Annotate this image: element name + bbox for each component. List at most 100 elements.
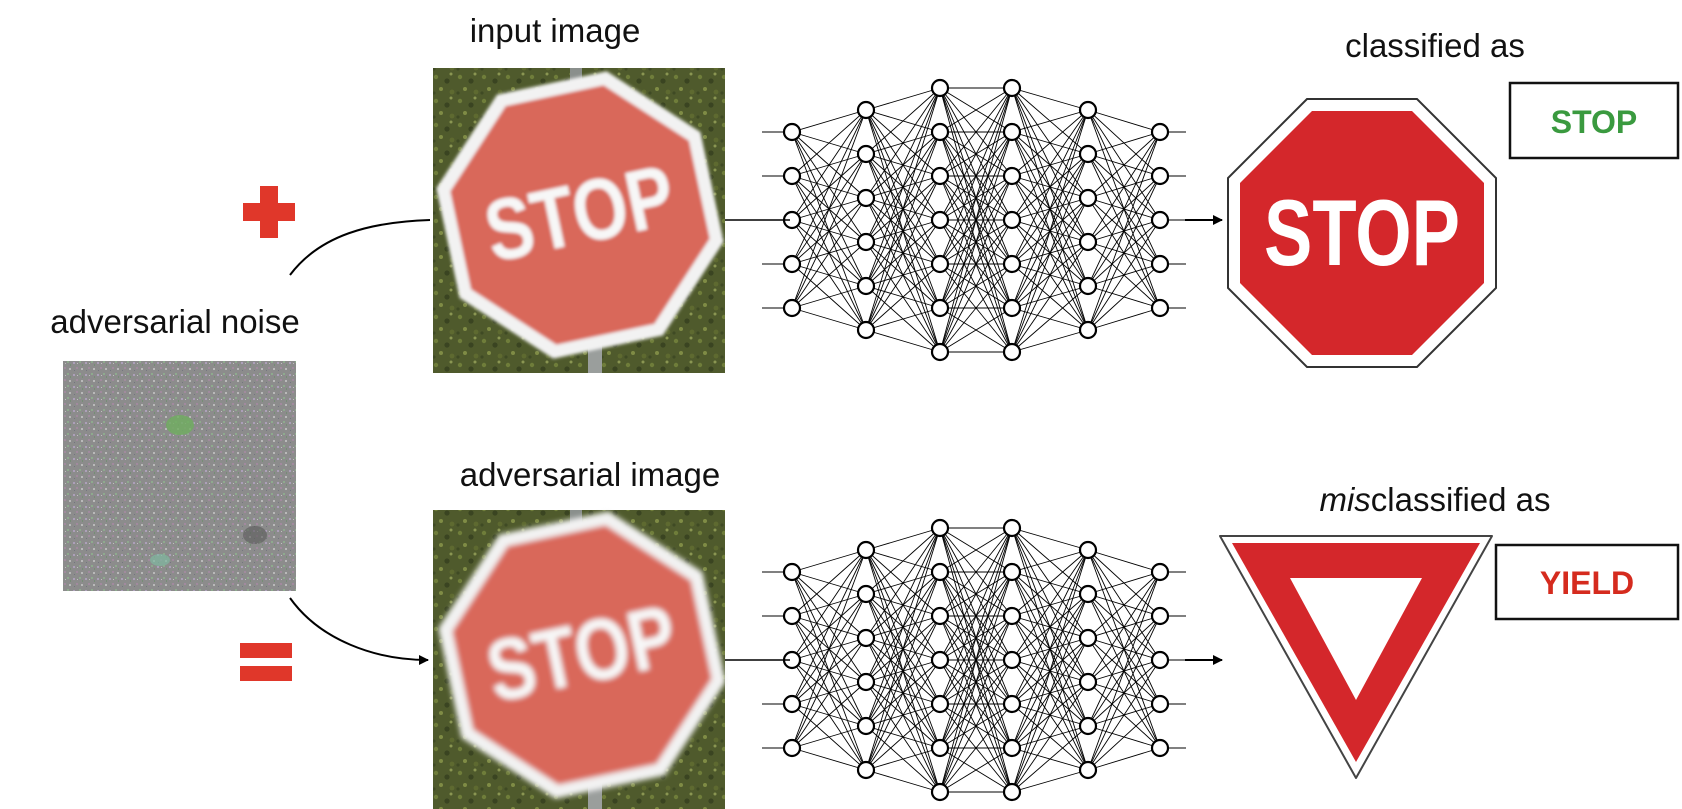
network-node xyxy=(856,628,876,648)
network-node xyxy=(856,540,876,560)
network-edge xyxy=(791,109,867,133)
network-edge xyxy=(1087,659,1161,771)
input-image: STOP xyxy=(433,68,725,373)
adversarial-noise-label: adversarial noise xyxy=(50,303,299,340)
network-edge xyxy=(1087,571,1161,595)
network-edge xyxy=(1011,549,1089,705)
network-edge xyxy=(1087,131,1161,287)
network-edge xyxy=(865,527,941,771)
network-edge xyxy=(1087,571,1161,683)
network-node xyxy=(1078,672,1098,692)
network-edge xyxy=(791,549,867,573)
network-edge xyxy=(865,747,941,771)
network-edge xyxy=(791,549,867,661)
network-edge xyxy=(1011,549,1089,749)
network-edge xyxy=(791,593,867,749)
neural-network-bottom xyxy=(762,518,1186,802)
input-image-label: input image xyxy=(470,12,641,49)
network-node xyxy=(930,254,950,274)
bottom-result-label: YIELD xyxy=(1540,565,1634,601)
network-edge xyxy=(865,87,941,331)
network-node xyxy=(1150,650,1170,670)
network-node xyxy=(856,320,876,340)
noise-to-adversarial-connector xyxy=(289,597,429,665)
network-node xyxy=(930,650,950,670)
network-node xyxy=(782,738,802,758)
network-edge xyxy=(865,703,941,771)
network-edge xyxy=(791,241,867,309)
network-node xyxy=(1150,298,1170,318)
network-edge xyxy=(939,703,1013,793)
network-edge xyxy=(939,87,1013,265)
network-node xyxy=(930,518,950,538)
network-edge xyxy=(1087,571,1161,639)
network-edge xyxy=(1087,219,1161,331)
network-edge xyxy=(1011,769,1089,793)
network-edge xyxy=(791,681,867,749)
yield-sign-icon xyxy=(1219,535,1493,779)
network-edge xyxy=(1011,109,1089,177)
network-node xyxy=(1078,628,1098,648)
network-node xyxy=(782,254,802,274)
network-edge xyxy=(865,87,941,155)
network-edge xyxy=(1087,263,1161,331)
network-node xyxy=(930,562,950,582)
network-node xyxy=(1002,210,1022,230)
network-edge xyxy=(1011,681,1089,793)
network-edge xyxy=(865,87,941,111)
network-node xyxy=(856,276,876,296)
network-edge xyxy=(1087,703,1161,771)
network-edge xyxy=(939,307,1013,353)
network-node xyxy=(1078,760,1098,780)
network-node xyxy=(1150,694,1170,714)
adversarial-noise-image xyxy=(63,361,296,591)
network-node xyxy=(1002,78,1022,98)
network-edge xyxy=(1087,131,1161,155)
network-edge xyxy=(939,87,1013,133)
network-edge xyxy=(939,87,1013,221)
network-edge xyxy=(791,197,867,309)
network-edge xyxy=(939,527,1013,573)
network-node xyxy=(930,694,950,714)
network-node xyxy=(1150,254,1170,274)
network-edge xyxy=(1087,307,1161,331)
network-edge xyxy=(791,109,867,309)
network-edge xyxy=(1087,571,1161,727)
network-node xyxy=(1002,166,1022,186)
network-node xyxy=(1150,562,1170,582)
network-edge xyxy=(791,285,867,309)
network-node xyxy=(1002,738,1022,758)
network-edge xyxy=(1011,725,1089,793)
network-edge xyxy=(1011,109,1089,265)
network-edge xyxy=(865,219,941,331)
network-node xyxy=(782,606,802,626)
network-edge xyxy=(1011,637,1089,793)
network-edge xyxy=(791,549,867,617)
network-edge xyxy=(939,131,1013,353)
misclassified-suffix: classified as xyxy=(1371,481,1551,518)
network-edge xyxy=(939,615,1013,793)
network-node xyxy=(930,342,950,362)
adversarial-image: STOP xyxy=(433,510,726,809)
network-edge xyxy=(939,527,1013,705)
network-node xyxy=(782,562,802,582)
network-node xyxy=(856,100,876,120)
network-edge xyxy=(939,263,1013,353)
network-edge xyxy=(1011,153,1089,353)
network-edge xyxy=(865,615,941,771)
network-edge xyxy=(939,659,1013,793)
network-edge xyxy=(865,571,941,771)
network-edge xyxy=(1087,109,1161,133)
network-node xyxy=(1078,540,1098,560)
network-edge xyxy=(865,527,941,551)
network-edge xyxy=(939,87,1013,309)
network-edge xyxy=(939,527,1013,793)
network-edge xyxy=(1011,549,1089,617)
network-edge xyxy=(1011,109,1089,353)
network-edge xyxy=(939,87,1013,353)
neural-network-top xyxy=(762,78,1186,362)
network-edge xyxy=(1087,131,1161,243)
network-node xyxy=(1002,650,1022,670)
network-edge xyxy=(865,527,941,639)
